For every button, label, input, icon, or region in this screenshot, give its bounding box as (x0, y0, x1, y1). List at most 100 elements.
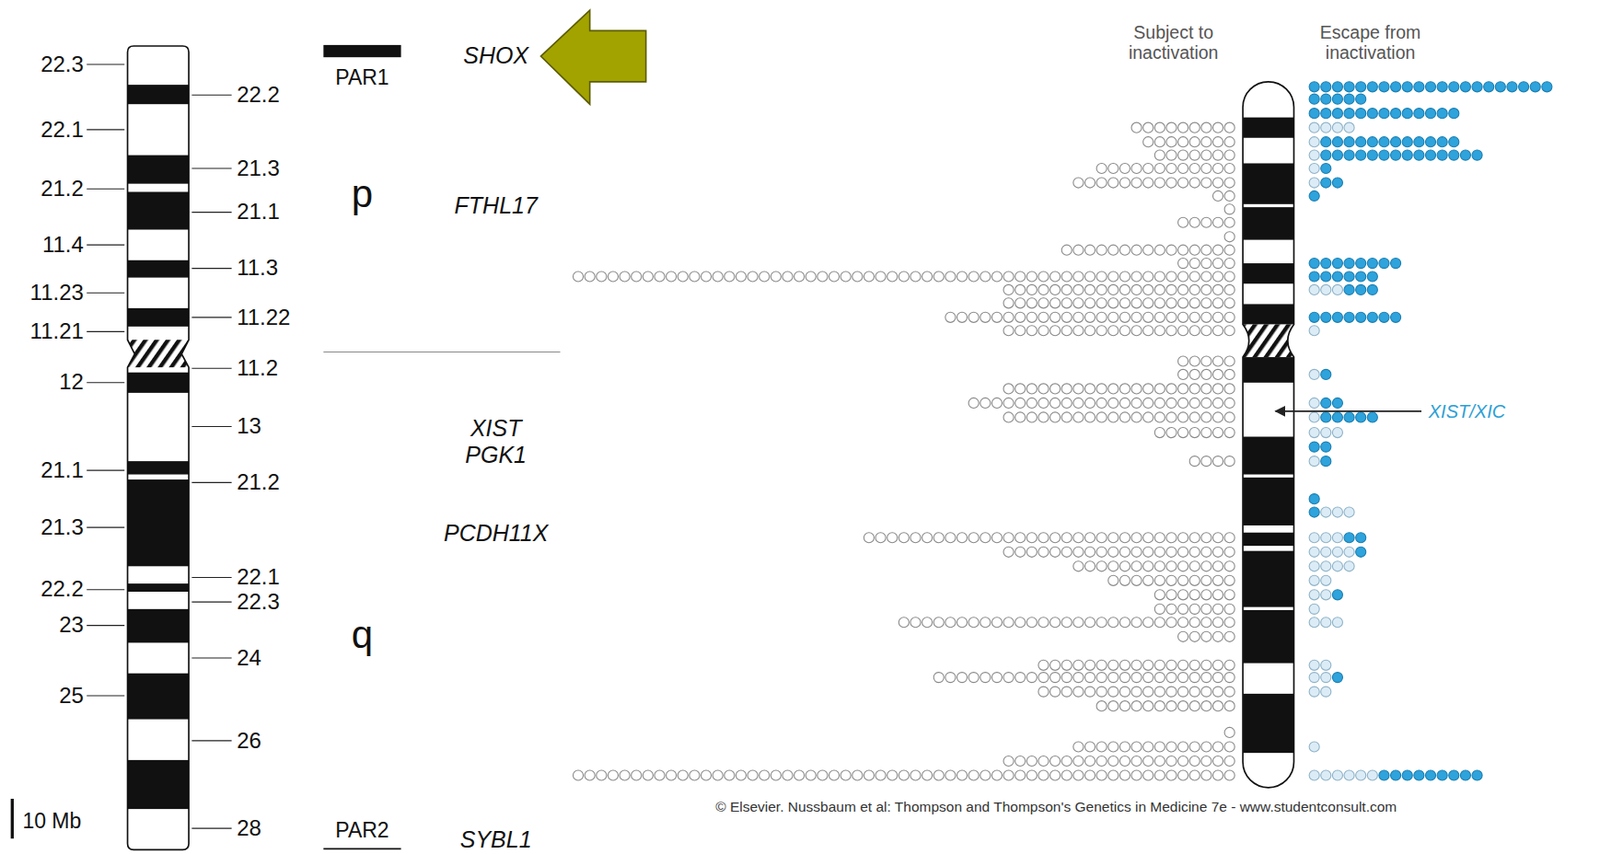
inactivated-gene-dot (700, 770, 711, 781)
inactivated-gene-dot (956, 533, 967, 544)
inactivated-gene-dot (712, 271, 723, 282)
inactivated-gene-dot (945, 271, 956, 282)
inactivated-gene-dot (1154, 150, 1165, 161)
inactivated-gene-dot (1154, 603, 1165, 615)
inactivated-gene-dot (1108, 271, 1119, 282)
inactivated-gene-dot (1189, 456, 1200, 467)
inactivated-gene-dot (1119, 617, 1130, 628)
inactivated-gene-dot (642, 770, 653, 781)
escape-gene-dot (1367, 412, 1378, 423)
inactivated-gene-dot (1201, 770, 1212, 781)
inactivated-gene-dot (1201, 428, 1212, 439)
inactivated-gene-dot (1050, 397, 1061, 408)
inactivated-gene-dot (1061, 325, 1072, 337)
inactivated-gene-dot (1038, 672, 1049, 684)
inactivated-gene-dot (596, 271, 607, 282)
inactivated-gene-dot (1189, 122, 1200, 133)
inactivated-gene-dot (1038, 397, 1049, 408)
inactivated-gene-dot (1224, 701, 1235, 712)
band-label: 21.1 (40, 458, 84, 483)
escape-gene-dot (1321, 108, 1332, 119)
inactivated-gene-dot (1166, 137, 1177, 148)
inactivated-gene-dot (1119, 284, 1130, 295)
inactivated-gene-dot (1166, 383, 1177, 395)
inactivated-gene-dot (1026, 383, 1037, 395)
inactivated-gene-dot (968, 312, 979, 323)
inactivated-gene-dot (1212, 575, 1223, 586)
escape-gene-dot (1321, 397, 1332, 408)
rect-shape (122, 479, 195, 567)
inactivated-gene-dot (1166, 533, 1177, 544)
inactivated-gene-dot (1224, 428, 1235, 439)
inactivated-gene-dot (1212, 617, 1223, 628)
gene-name: SHOX (463, 43, 529, 70)
escape-gene-dot (1379, 137, 1390, 148)
escape-gene-dot (1518, 81, 1530, 93)
inactivated-gene-dot (782, 271, 793, 282)
inactivated-gene-dot (1212, 397, 1223, 408)
inactivated-gene-dot (1224, 456, 1235, 467)
inactivated-gene-dot (910, 770, 921, 781)
inactivated-gene-dot (1178, 701, 1189, 712)
line-shape (86, 589, 125, 591)
inactivated-gene-dot (1003, 383, 1014, 395)
inactivated-gene-dot (1166, 617, 1177, 628)
inactivated-gene-dot (887, 271, 898, 282)
escape-gene-dot (1344, 412, 1355, 423)
rect-shape (122, 760, 195, 810)
inactivated-gene-dot (1096, 755, 1107, 766)
rect-shape (122, 155, 195, 185)
inactivated-gene-dot (1131, 325, 1142, 337)
inactivated-gene-dot (1015, 533, 1026, 544)
inactivated-gene-dot (1108, 162, 1119, 174)
inactivated-gene-dot (1073, 742, 1084, 753)
escape-gene-dot (1309, 108, 1320, 119)
inactivated-gene-dot (875, 770, 886, 781)
inactivated-gene-dot (1131, 312, 1142, 323)
band-label: 22.3 (40, 52, 84, 77)
inactivated-gene-dot (1189, 397, 1200, 408)
escape-gene-dot (1414, 81, 1425, 93)
band-label: 28 (236, 816, 262, 841)
inactivated-gene-dot (1119, 325, 1130, 337)
inactivated-gene-dot (1061, 271, 1072, 282)
inactivated-gene-dot (1166, 412, 1177, 423)
inactivated-gene-dot (1178, 150, 1189, 161)
inactivated-gene-dot (584, 770, 595, 781)
inactivated-gene-dot (1201, 284, 1212, 295)
inactivated-gene-dot (1166, 177, 1177, 188)
inactivated-gene-dot (1154, 137, 1165, 148)
inactivated-gene-dot (1143, 701, 1154, 712)
inactivated-gene-dot (1178, 397, 1189, 408)
inactivated-gene-dot (1143, 546, 1154, 557)
escape-gene-dot (1449, 770, 1460, 781)
inactivated-gene-dot (1166, 770, 1177, 781)
inactivated-gene-dot (1189, 533, 1200, 544)
escape-gene-dot (1321, 686, 1332, 697)
inactivated-gene-dot (956, 312, 967, 323)
inactivated-gene-dot (1154, 271, 1165, 282)
inactivated-gene-dot (1224, 244, 1235, 256)
escape-gene-dot (1321, 507, 1332, 518)
inactivated-gene-dot (1061, 284, 1072, 295)
inactivated-gene-dot (1003, 770, 1014, 781)
band-label: 21.3 (40, 515, 84, 540)
inactivated-gene-dot (1026, 770, 1037, 781)
escape-gene-dot (1321, 428, 1332, 439)
escape-gene-dot (1332, 672, 1343, 684)
escape-gene-dot (1309, 258, 1320, 269)
inactivated-gene-dot (1178, 122, 1189, 133)
inactivated-gene-dot (1119, 397, 1130, 408)
inactivated-gene-dot (1061, 312, 1072, 323)
band-label: 11.22 (236, 305, 290, 330)
inactivated-gene-dot (1073, 383, 1084, 395)
inactivated-gene-dot (1189, 631, 1200, 642)
band-ticks (86, 64, 232, 829)
inactivated-gene-dot (1212, 660, 1223, 671)
region-label: PAR1 (335, 66, 389, 90)
band-label: 11.3 (236, 255, 279, 280)
inactivated-gene-dot (991, 617, 1002, 628)
inactivated-gene-dot (1224, 561, 1235, 572)
inactivated-gene-dot (1154, 298, 1165, 309)
escape-gene-dot (1332, 617, 1343, 628)
